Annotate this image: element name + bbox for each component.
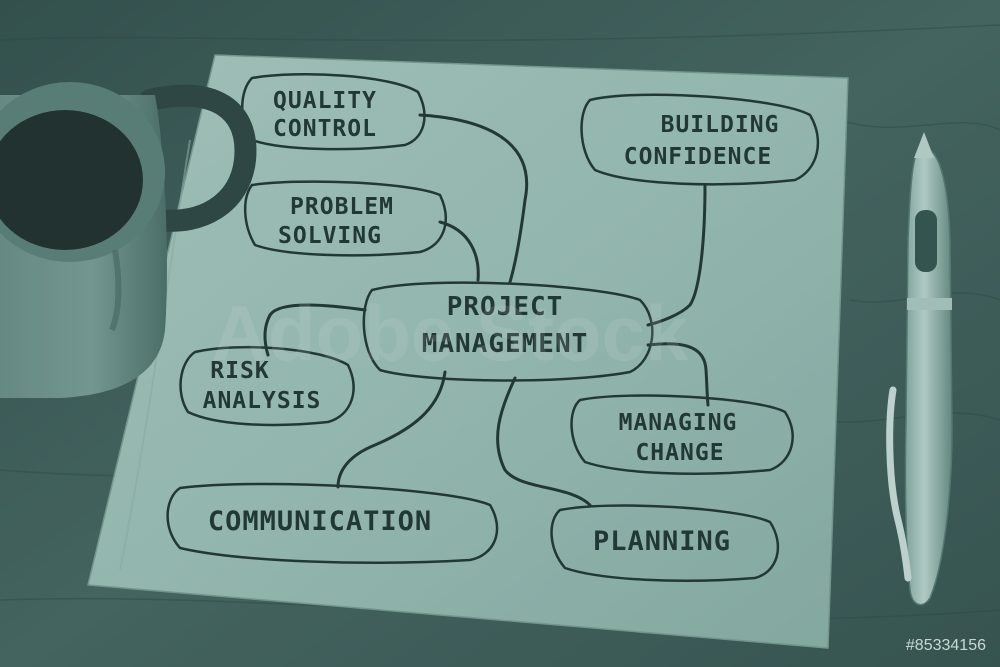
quality-control-label-line1: QUALITY	[273, 88, 377, 114]
quality-control-label-line2: CONTROL	[273, 116, 377, 142]
connector-communication	[336, 370, 447, 489]
adobe-stock-watermark: Adobe Stock	[212, 289, 689, 377]
node-outline-communication	[166, 482, 499, 564]
connector-building-confidence	[646, 183, 707, 327]
planning-label: PLANNING	[593, 526, 731, 557]
risk-analysis-label-line1: RISK	[210, 358, 269, 384]
problem-solving-label-line1: PROBLEM	[290, 194, 394, 220]
managing-change-label-line1: MANAGING	[619, 410, 738, 436]
center-label-line2: MANAGEMENT	[422, 329, 589, 359]
connector-risk-analysis	[263, 303, 367, 357]
node-outline-managing-change	[570, 394, 794, 475]
communication-label: COMMUNICATION	[208, 506, 432, 537]
connector-managing-change	[646, 342, 710, 407]
building-confidence-label-line1: BUILDING	[661, 112, 780, 138]
pen-grip-window	[915, 210, 937, 272]
coffee-mug	[0, 82, 257, 398]
pen-tip	[914, 132, 934, 158]
center-label-line1: PROJECT	[447, 292, 564, 322]
connector-problem-solving	[438, 220, 480, 282]
napkin	[87, 54, 849, 649]
node-outline-risk-analysis	[179, 345, 355, 427]
building-confidence-label-line2: CONFIDENCE	[624, 144, 772, 170]
stock-id-label: #85334156	[905, 637, 986, 654]
problem-solving-label-line2: SOLVING	[278, 223, 382, 249]
managing-change-label-line2: CHANGE	[635, 440, 724, 466]
mug-handle	[139, 84, 257, 232]
node-outline-center	[362, 281, 654, 382]
pen-band	[907, 298, 952, 310]
node-outline-building-confidence	[580, 93, 820, 186]
watermark-logo: Adobe Stock	[212, 289, 689, 377]
mug-text	[109, 249, 122, 332]
pen	[886, 132, 953, 606]
node-outline-planning	[550, 504, 780, 582]
connector-planning	[496, 376, 592, 507]
node-outline-problem-solving	[243, 180, 447, 257]
mindmap-labels: PROJECT MANAGEMENT QUALITY CONTROL PROBL…	[203, 88, 780, 557]
connector-quality-control	[418, 113, 529, 284]
mindmap-connectors	[263, 113, 710, 507]
risk-analysis-label-line2: ANALYSIS	[203, 388, 322, 414]
coffee-surface	[0, 110, 143, 250]
pen-clip	[886, 386, 912, 582]
